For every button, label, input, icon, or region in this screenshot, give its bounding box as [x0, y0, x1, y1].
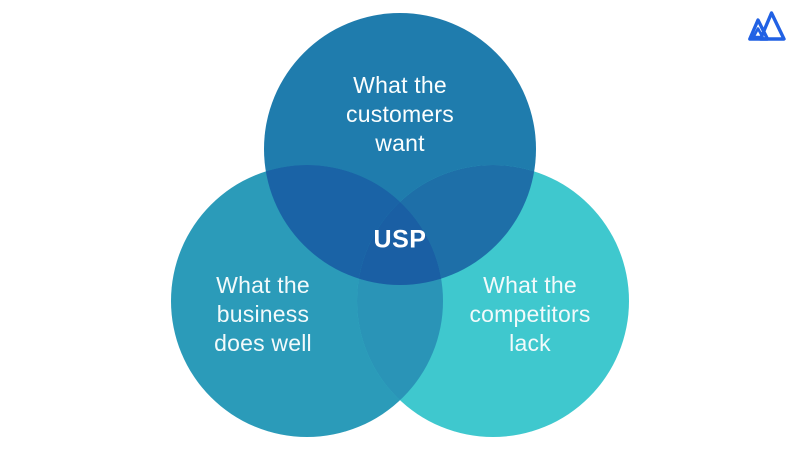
overlap-customers-business — [264, 165, 443, 285]
logo-left-peak — [748, 18, 770, 41]
overlap-customers-competitors — [357, 165, 536, 285]
logo-inner-peak — [752, 27, 764, 39]
logo-right-peak — [758, 11, 786, 41]
mountain-peaks-icon — [748, 11, 786, 41]
